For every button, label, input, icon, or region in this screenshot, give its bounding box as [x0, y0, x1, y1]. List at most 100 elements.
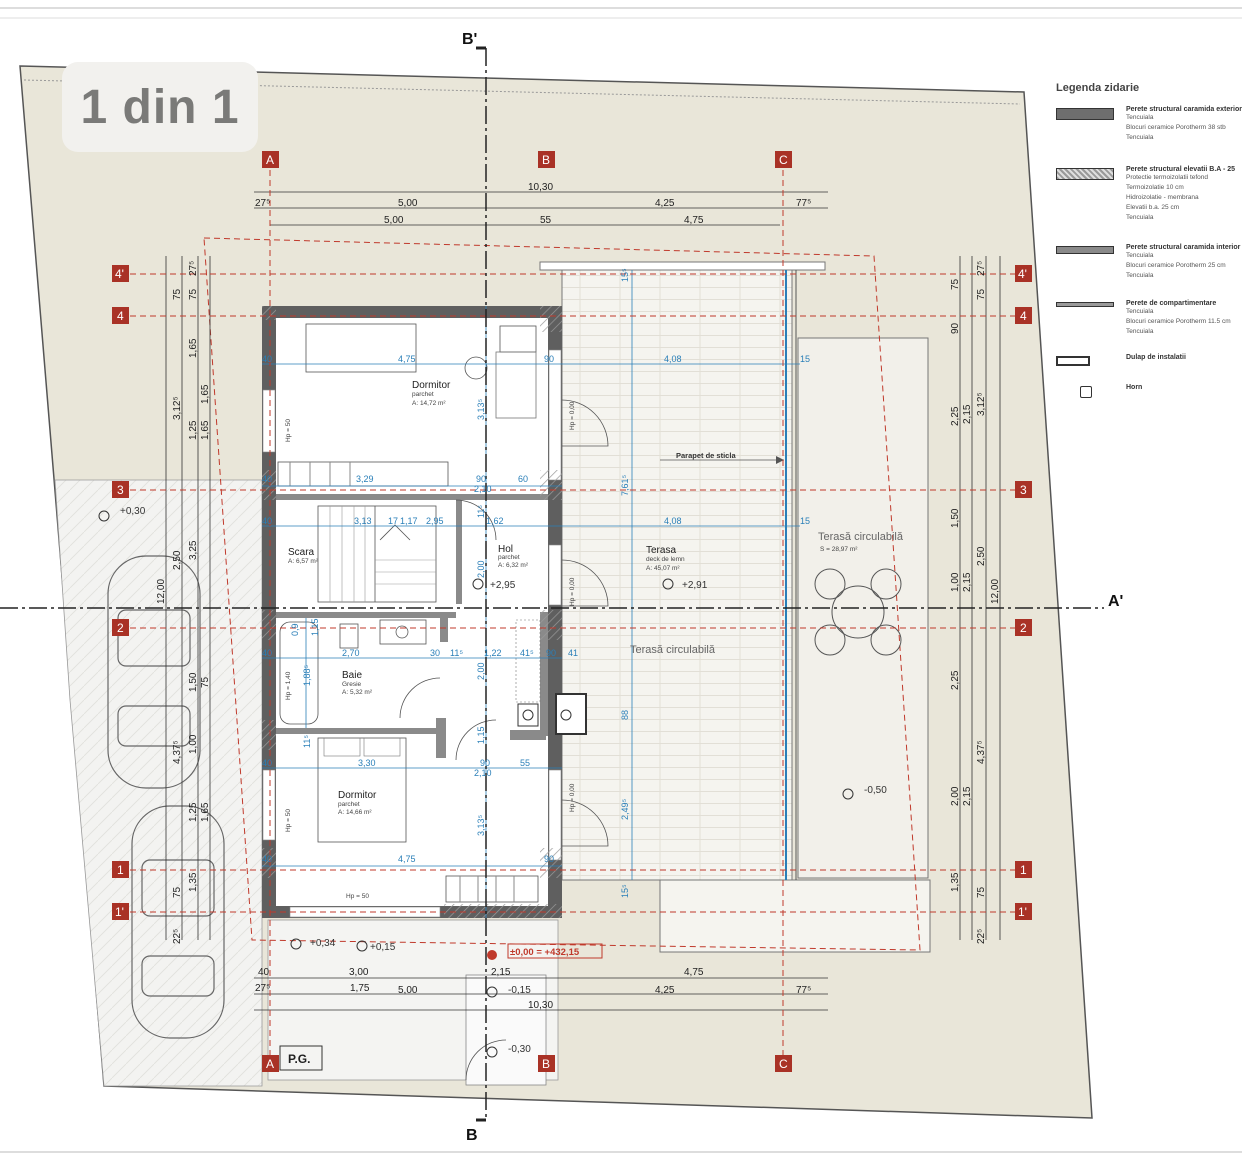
dim-bottom: 40: [258, 967, 270, 978]
dim-bottom: 4,75: [684, 967, 704, 978]
room-name-bathroom: Baie: [342, 670, 362, 681]
legend-item-concrete-wall: Perete structural elevatii B.A - 25 Prot…: [1052, 166, 1242, 244]
grid-label-4-left: 4: [117, 309, 124, 323]
room-area: A: 14,66 m²: [338, 809, 372, 816]
dim-interior: 55: [520, 758, 530, 768]
toilet-icon: [339, 623, 359, 649]
dim-interior: 3,29: [356, 474, 374, 484]
dim-left: 4,37⁵: [172, 740, 183, 764]
wall-swatch-icon: [1056, 246, 1114, 254]
grid-label-3-right: 3: [1020, 483, 1027, 497]
dim-left: 3,25: [188, 540, 199, 560]
dims-left: 75 1,65 3,12⁵ 3,25 2,50 12,00 4,37⁵ 75 2…: [156, 261, 211, 944]
dim-interior: 3,30: [358, 758, 376, 768]
level-label: -0,15: [508, 985, 531, 996]
room-name-hall: Hol: [498, 544, 513, 555]
dim-right: 2,15: [962, 786, 973, 806]
pg-label: P.G.: [288, 1052, 310, 1066]
legend-item-interior-wall: Perete structural caramida interior Tenc…: [1052, 244, 1242, 300]
dim-interior: 15⁵: [620, 884, 630, 898]
wall-swatch-icon: [1056, 302, 1114, 307]
level-labels: +0,30 +2,95 +2,91 +0,34 +0,15 ±0,00 = +4…: [120, 506, 887, 1055]
dim-interior: 1,15: [476, 726, 486, 744]
room-area: A: 45,07 m²: [646, 565, 680, 572]
grid-label-b-bottom: B: [542, 1057, 550, 1071]
dim-right: 12,00: [990, 579, 1001, 604]
hp-label: Hp = 50: [285, 809, 292, 832]
hp-label: Hp = 50: [285, 419, 292, 442]
grid-label-4-right: 4: [1020, 309, 1027, 323]
parking-area: [54, 479, 263, 1087]
room-name-bedroom-2: Dormitor: [338, 790, 377, 801]
section-mark-top: B': [462, 31, 477, 48]
dim-bottom: 4,25: [655, 985, 675, 996]
dim-interior: 90: [544, 854, 554, 864]
legend-item-line: Tencuiala: [1126, 308, 1154, 315]
terrace-lower: [659, 879, 931, 953]
legend-panel: Legenda zidarie Perete structural carami…: [1052, 78, 1242, 408]
dim-interior: 17: [388, 516, 398, 526]
dim-top: 4,75: [684, 215, 704, 226]
hatched-swatch-icon: [1056, 168, 1114, 180]
dim-interior: 60: [518, 474, 528, 484]
dim-interior: 1,15: [310, 618, 320, 636]
level-label: -0,30: [508, 1044, 531, 1055]
dim-left: 1,65: [200, 420, 211, 440]
dim-interior: 30: [430, 648, 440, 658]
dim-bottom: 2,15: [491, 967, 511, 978]
dim-top: 27⁵: [255, 198, 270, 209]
dim-interior: 40: [262, 516, 272, 526]
cabinet-icon: [1056, 356, 1090, 366]
dim-interior: 2,10: [474, 484, 492, 494]
legend-item-installation-cabinet: Dulap de instalatii: [1052, 354, 1242, 384]
dim-interior: 40: [262, 648, 272, 658]
dim-left: 75: [172, 288, 183, 300]
level-label: -0,50: [864, 785, 887, 796]
hp-label: Hp = 0,00: [569, 577, 576, 606]
level-label: +2,95: [490, 580, 516, 591]
dim-left: 1,35: [188, 872, 199, 892]
dim-interior: 15: [800, 516, 810, 526]
legend-item-line: Termoizolatie 10 cm: [1126, 184, 1184, 191]
grid-label-a-top: A: [266, 153, 274, 167]
parapet-label: Parapet de sticla: [676, 451, 736, 460]
dim-interior: 90: [476, 474, 486, 484]
room-area: A: 5,32 m²: [342, 689, 373, 696]
legend-item-name: Horn: [1126, 384, 1143, 391]
room-finish: Gresie: [342, 681, 362, 688]
grid-label-4p-left: 4': [115, 267, 124, 281]
dim-top: 5,00: [398, 198, 418, 209]
dim-interior: 7,61⁵: [620, 474, 630, 496]
room-area: A: 6,57 m²: [288, 558, 319, 565]
room-finish: parchet: [338, 801, 360, 808]
appliance-icon: [517, 703, 539, 727]
grid-number-labels: 4' 4 3 2 1 1' 4' 4 3 2 1 1': [115, 267, 1027, 919]
dim-left: 1,25: [188, 420, 199, 440]
grid-tags: [112, 151, 1032, 1072]
dim-interior: 41⁵: [520, 648, 534, 658]
grid-label-4p-right: 4': [1018, 267, 1027, 281]
legend-item-line: Hidroizolatie - membrana: [1126, 194, 1199, 201]
dim-interior: 90: [480, 758, 490, 768]
legend-item-name: Perete structural caramida exterior: [1126, 106, 1242, 113]
dim-bottom: 5,00: [398, 985, 418, 996]
dim-interior: 1,22: [484, 648, 502, 658]
grid-label-3-left: 3: [117, 483, 124, 497]
sink-icon: [379, 619, 427, 645]
dim-left: 22⁵: [172, 929, 183, 944]
legend-item-line: Protectie termoizolatii tefond: [1126, 174, 1209, 181]
dim-right: 75: [976, 288, 987, 300]
room-name-bedroom-1: Dormitor: [412, 380, 451, 391]
terrace-lower-label: Terasă circulabilă: [630, 644, 716, 656]
terrace-upper-area: S = 28,97 m²: [820, 546, 858, 553]
dim-left: 1,65: [200, 802, 211, 822]
dim-interior: 3,13⁵: [476, 398, 486, 420]
dim-interior: 2,95: [426, 516, 444, 526]
dim-interior: 90: [544, 354, 554, 364]
chimney-icon: [1080, 386, 1092, 398]
grid-label-2-left: 2: [117, 621, 124, 635]
legend-item-exterior-wall: Perete structural caramida exterior Tenc…: [1052, 106, 1242, 166]
room-area: A: 6,32 m²: [498, 562, 529, 569]
dim-right: 27⁵: [976, 261, 987, 276]
